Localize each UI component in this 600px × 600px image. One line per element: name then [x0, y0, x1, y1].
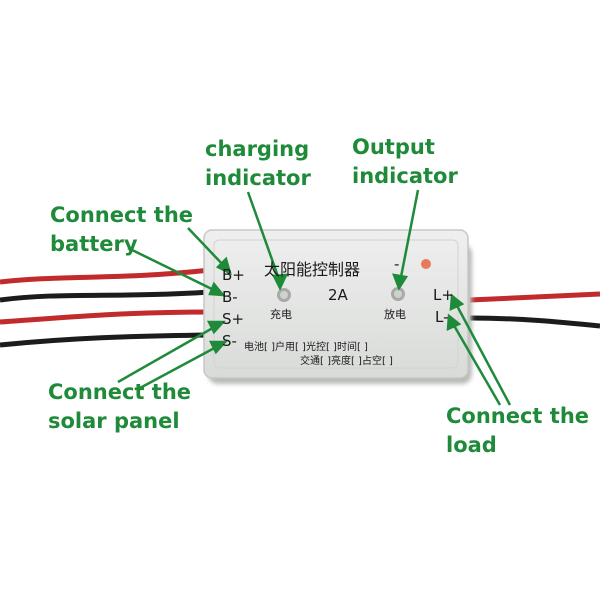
output-indicator-label: Output indicator	[352, 135, 458, 188]
wire-left-black-1	[0, 289, 211, 303]
wire-left-black-2	[0, 332, 211, 348]
annotation-arrows	[117, 189, 512, 406]
arrow-load-2	[450, 321, 502, 406]
battery-label: Connect the battery	[50, 203, 194, 256]
arrow-output	[398, 189, 420, 283]
charge-label: 充电	[270, 308, 292, 321]
terminal-l-plus: L+	[433, 286, 454, 304]
status-led	[421, 259, 431, 269]
arrow-solar-1	[117, 323, 219, 384]
charging-indicator-label: charging indicator	[205, 137, 311, 190]
wire-right-red	[469, 291, 600, 303]
arrow-battery-1	[187, 227, 227, 269]
rating-label: 2A	[328, 286, 348, 304]
arrow-solar-2	[139, 343, 221, 390]
terminal-l-minus: L-	[435, 308, 449, 326]
terminal-s-minus: S-	[222, 332, 237, 350]
option-row-1: 电池[ ]户用[ ]光控[ ]时间[ ]	[244, 342, 368, 353]
discharge-label: 放电	[384, 308, 406, 321]
minus-mark: -	[394, 255, 400, 273]
module-title: 太阳能控制器	[264, 260, 361, 279]
option-row-2: 交通[ ]亮度[ ]占空[ ]	[300, 356, 393, 367]
terminal-b-plus: B+	[222, 266, 245, 284]
arrow-battery-2	[127, 246, 219, 294]
solar-panel-label: Connect the solar panel	[48, 380, 192, 433]
terminal-s-plus: S+	[222, 310, 245, 328]
arrow-load-1	[453, 301, 512, 406]
load-label: Connect the load	[446, 404, 590, 457]
wire-left-red-2	[0, 309, 211, 325]
terminal-b-minus: B-	[222, 288, 238, 306]
arrow-charging	[246, 191, 282, 283]
wire-right-black	[469, 315, 600, 329]
